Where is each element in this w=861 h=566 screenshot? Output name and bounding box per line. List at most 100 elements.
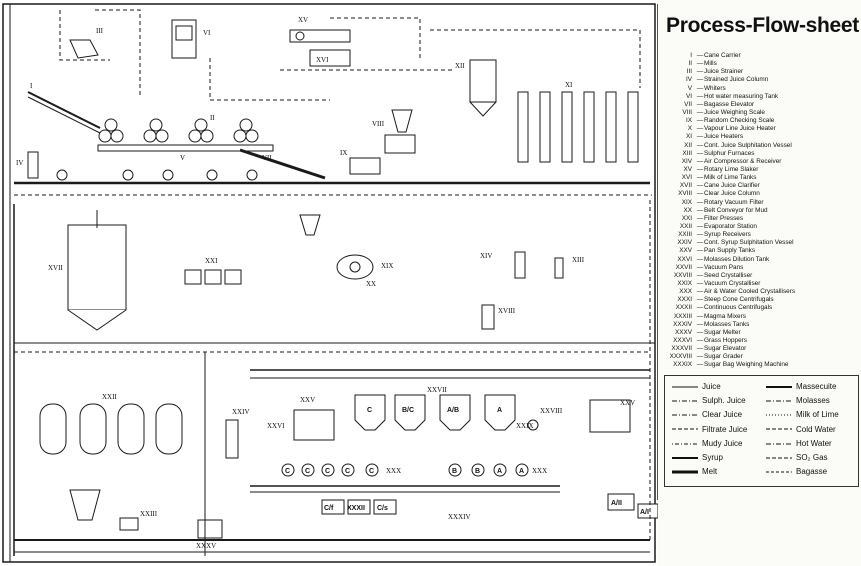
legend-dash: — (696, 52, 704, 60)
line-key-label: Mudy Juice (702, 439, 742, 448)
legend-dash: — (696, 215, 704, 223)
line-key-label: Sulph. Juice (702, 396, 746, 405)
legend-dash: — (696, 329, 704, 337)
legend-dash: — (696, 190, 704, 198)
cane-carrier: I (28, 82, 100, 133)
legend-dash: — (696, 223, 704, 231)
lime-slaker: XV XVI (290, 16, 350, 66)
legend-dash: — (696, 321, 704, 329)
line-key-label: Filtrate Juice (702, 425, 747, 434)
legend-label: Cane Carrier (704, 52, 860, 60)
legend-dash: — (696, 76, 704, 84)
line-key-item: Mudy Juice (671, 439, 742, 448)
legend-label: Belt Conveyor for Mud (704, 207, 860, 215)
legend-label: Sugar Grader (704, 353, 860, 361)
legend-dash: — (696, 158, 704, 166)
line-key-swatch (671, 440, 699, 448)
pan-c-label: C (367, 407, 372, 414)
syrup-sulphitation-vessel: XXIV (226, 408, 250, 458)
legend-item: XXIV—Cont. Syrup Sulphitation Vessel (664, 239, 860, 247)
line-key-item: Milk of Lime (765, 410, 839, 419)
svg-text:C: C (369, 468, 374, 475)
legend-label: Cane Juice Clarifier (704, 182, 860, 190)
legend-label: Vacuum Pans (704, 264, 860, 272)
legend-label: Molasses Dilution Tank (704, 256, 860, 264)
svg-text:A/II: A/II (611, 500, 622, 507)
legend-dash: — (696, 296, 704, 304)
line-key-swatch (671, 468, 699, 476)
legend-item: XXXIII—Magma Mixers (664, 313, 860, 321)
svg-text:A: A (519, 468, 524, 475)
legend-item: XXI—Filter Presses (664, 215, 860, 223)
line-key-item: Juice (671, 382, 721, 391)
legend-label: Random Checking Scale (704, 117, 860, 125)
legend-label: Seed Crystalliser (704, 272, 860, 280)
legend-label: Molasses Tanks (704, 321, 860, 329)
svg-text:III: III (96, 27, 104, 35)
svg-text:B: B (475, 468, 480, 475)
svg-text:XV: XV (298, 16, 308, 24)
svg-text:XVII: XVII (48, 264, 63, 272)
sulphitation-vessel: XII (455, 60, 496, 116)
legend-item: XX—Belt Conveyor for Mud (664, 207, 860, 215)
line-type-key: JuiceSulph. JuiceClear JuiceFiltrate Jui… (664, 375, 859, 487)
svg-text:VII: VII (262, 154, 272, 162)
legend-label: Filter Presses (704, 215, 860, 223)
legend-label: Milk of Lime Tanks (704, 174, 860, 182)
legend-dash: — (696, 150, 704, 158)
legend-dash: — (696, 239, 704, 247)
svg-text:XXV: XXV (620, 399, 635, 407)
legend-dash: — (696, 361, 704, 369)
legend-label: Continuous Centrifugals (704, 304, 860, 312)
legend-label: Bagasse Elevator (704, 101, 860, 109)
legend-num: XXVI (664, 256, 696, 264)
legend-label: Sugar Melter (704, 329, 860, 337)
legend-dash: — (696, 142, 704, 150)
legend-dash: — (696, 93, 704, 101)
legend-item: X—Vapour Line Juice Heater (664, 125, 860, 133)
legend-num: XIX (664, 199, 696, 207)
legend-num: XXIX (664, 280, 696, 288)
line-key-swatch (765, 440, 793, 448)
line-key-label: Clear Juice (702, 410, 742, 419)
legend-item: II—Mills (664, 60, 860, 68)
svg-text:XXII: XXII (102, 393, 117, 401)
svg-text:XII: XII (455, 62, 465, 70)
line-key-label: Molasses (796, 396, 830, 405)
legend-num: XXXII (664, 304, 696, 312)
legend-label: Juice Heaters (704, 133, 860, 141)
legend-item: XXXIX—Sugar Bag Weighing Machine (664, 361, 860, 369)
line-key-item: Molasses (765, 396, 830, 405)
legend-num: IX (664, 117, 696, 125)
legend-num: XXXIX (664, 361, 696, 369)
line-key-swatch (765, 454, 793, 462)
legend-dash: — (696, 207, 704, 215)
pan-a-label: A (497, 407, 502, 414)
legend-item: XIII—Sulphur Furnaces (664, 150, 860, 158)
legend-num: XXX (664, 288, 696, 296)
legend-label: Whiters (704, 85, 860, 93)
line-key-label: Syrup (702, 453, 723, 462)
legend-dash: — (696, 231, 704, 239)
legend-label: Air & Water Cooled Crystallisers (704, 288, 860, 296)
legend-item: XXXV—Sugar Melter (664, 329, 860, 337)
line-key-item: Melt (671, 467, 717, 476)
bagasse-elevator: VII (240, 150, 325, 178)
svg-text:XXIX: XXIX (516, 422, 534, 430)
legend-item: XXIX—Vacuum Crystalliser (664, 280, 860, 288)
seed-crystalliser: XXVIII XXIX (516, 407, 563, 430)
legend-dash: — (696, 85, 704, 93)
legend-item: XI—Juice Heaters (664, 133, 860, 141)
line-key-label: Milk of Lime (796, 410, 839, 419)
crystallisers-ba: B B A A XXX (449, 464, 547, 476)
evaporator-station: XXII (40, 393, 182, 454)
legend-item: XXVI—Molasses Dilution Tank (664, 256, 860, 264)
legend-num: VIII (664, 109, 696, 117)
legend-label: Vacuum Crystalliser (704, 280, 860, 288)
line-key-label: Bagasse (796, 467, 827, 476)
svg-text:XXVII: XXVII (427, 386, 447, 394)
legend-dash: — (696, 174, 704, 182)
line-key-label: Massecuite (796, 382, 836, 391)
legend-num: XXXVI (664, 337, 696, 345)
